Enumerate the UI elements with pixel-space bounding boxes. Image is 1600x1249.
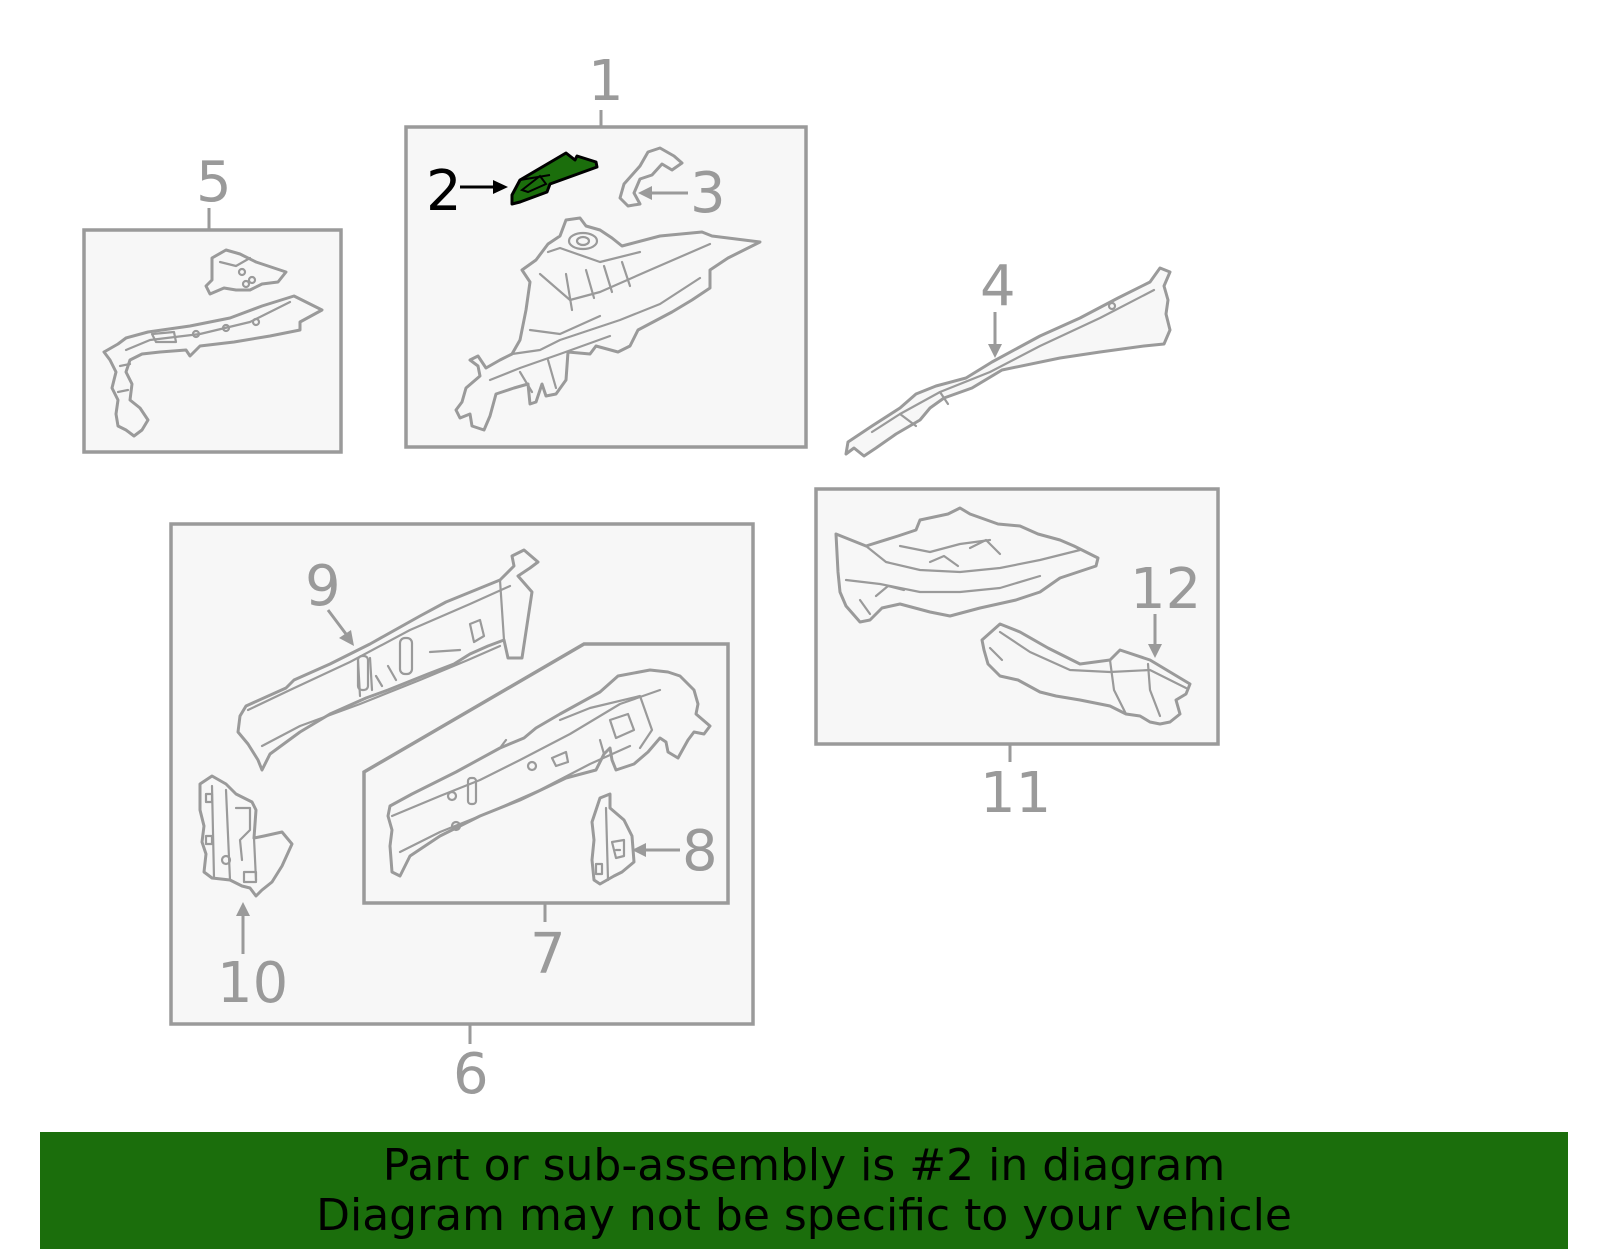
callout-8[interactable]: 8	[682, 819, 718, 884]
parts-diagram: 1 2 3	[82, 49, 1220, 1107]
callout-10[interactable]: 10	[217, 951, 288, 1016]
callout-4[interactable]: 4	[980, 254, 1016, 319]
callout-9[interactable]: 9	[305, 554, 341, 619]
banner-line-1: Part or sub-assembly is #2 in diagram	[382, 1139, 1226, 1191]
part-11-floor[interactable]	[834, 506, 1100, 624]
part-4-group: 4	[844, 254, 1172, 458]
assembly-6-group: 6 9 10	[169, 522, 755, 1107]
callout-2[interactable]: 2	[426, 159, 462, 224]
part-5-rail[interactable]	[102, 294, 324, 438]
callout-7[interactable]: 7	[530, 922, 566, 987]
part-12-extension[interactable]	[980, 622, 1192, 726]
part-1-wheelhouse[interactable]	[454, 216, 762, 432]
banner-line-2: Diagram may not be specific to your vehi…	[316, 1189, 1292, 1241]
part-4-rail[interactable]	[844, 266, 1172, 458]
notice-banner: Part or sub-assembly is #2 in diagram Di…	[40, 1132, 1568, 1249]
assembly-7-group: 7	[362, 642, 730, 987]
part-5-bracket[interactable]	[204, 248, 288, 296]
part-9-rail[interactable]	[236, 548, 540, 772]
callout-6[interactable]: 6	[453, 1042, 489, 1107]
callout-11[interactable]: 11	[980, 761, 1051, 826]
part-2-highlighted[interactable]	[510, 151, 599, 206]
callout-3[interactable]: 3	[690, 161, 726, 226]
callout-12[interactable]: 12	[1130, 557, 1201, 622]
assembly-5-group: 5	[82, 150, 343, 454]
assembly-11-group: 11 12	[814, 487, 1220, 826]
part-3[interactable]	[618, 146, 684, 208]
assembly-1-group: 1 2 3	[404, 49, 808, 449]
callout-5[interactable]: 5	[196, 150, 232, 215]
part-7-rail[interactable]	[386, 668, 712, 878]
callout-1[interactable]: 1	[588, 49, 624, 114]
part-10-bracket[interactable]	[198, 774, 294, 898]
part-8-bracket[interactable]	[590, 792, 636, 886]
